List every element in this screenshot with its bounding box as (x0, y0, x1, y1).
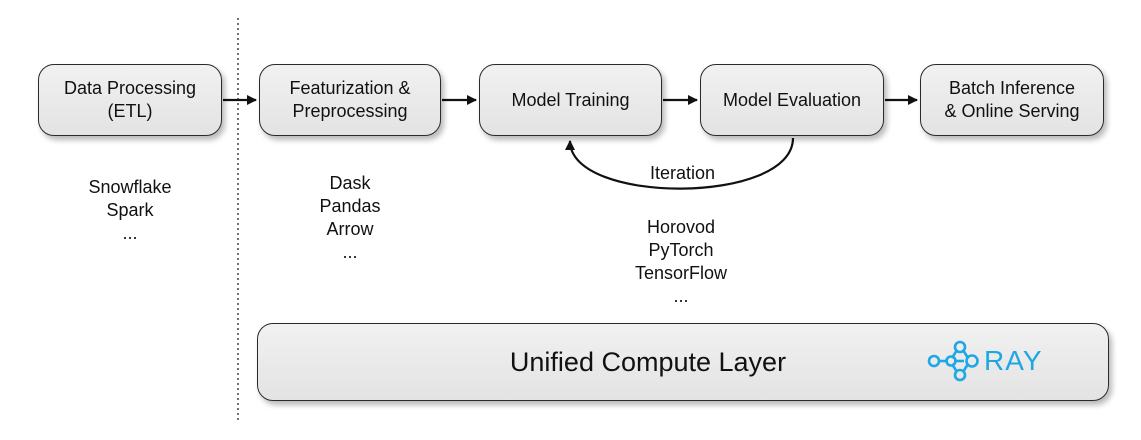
tools-list-featurization: Dask Pandas Arrow ... (259, 172, 441, 264)
ray-network-icon (927, 340, 979, 382)
tool-item: PyTorch (648, 240, 714, 260)
tool-item: Spark (106, 200, 154, 220)
stage-inference-serving: Batch Inference & Online Serving (920, 64, 1104, 136)
tool-item: Pandas (319, 196, 381, 216)
tools-list-etl: Snowflake Spark ... (38, 176, 222, 245)
ray-logo: RAY (926, 338, 1056, 384)
compute-layer-title: Unified Compute Layer (509, 347, 787, 377)
tool-item: Arrow (326, 219, 374, 239)
tool-item: TensorFlow (634, 263, 728, 283)
stage-featurization: Featurization & Preprocessing (259, 64, 441, 136)
stage-data-processing: Data Processing (ETL) (38, 64, 222, 136)
tools-list-training: Horovod PyTorch TensorFlow ... (581, 216, 781, 308)
tool-item: Horovod (646, 217, 716, 237)
tool-item: Dask (329, 173, 371, 193)
tool-item: ... (122, 223, 138, 243)
iteration-label: Iteration (649, 163, 716, 183)
tool-item: ... (342, 242, 358, 262)
tool-item: Snowflake (88, 177, 172, 197)
tool-item: ... (673, 286, 689, 306)
stage-model-training: Model Training (479, 64, 662, 136)
stage-model-evaluation: Model Evaluation (700, 64, 884, 136)
unified-compute-layer: Unified Compute Layer RAY (257, 323, 1109, 401)
ray-wordmark: RAY (984, 345, 1043, 376)
